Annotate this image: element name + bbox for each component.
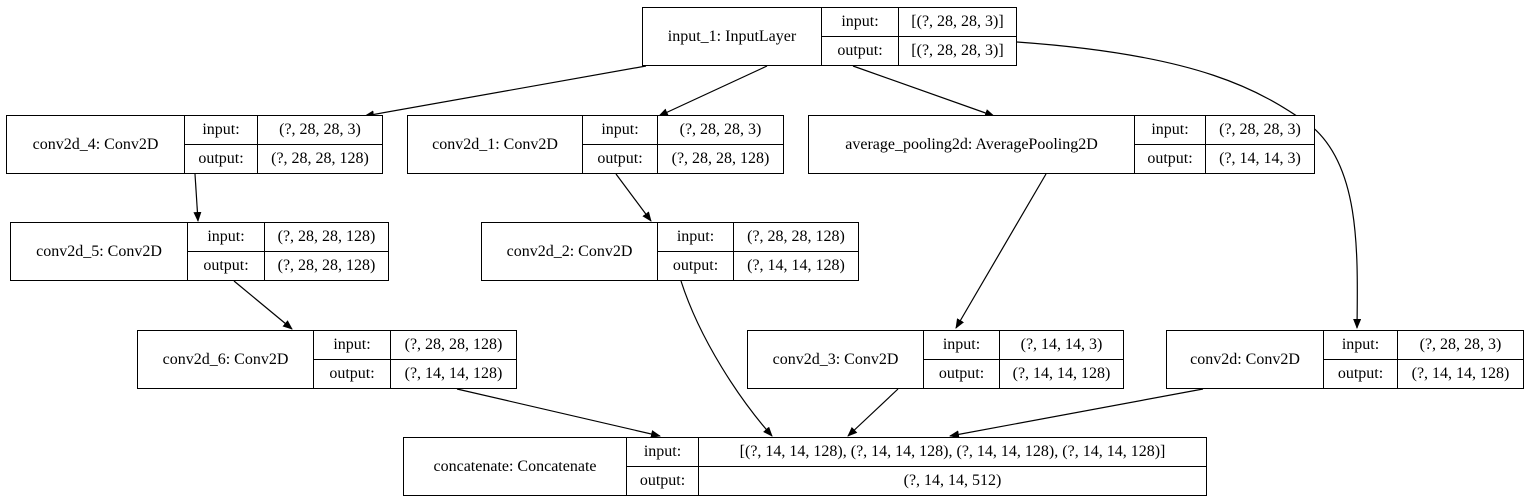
output-shape: (?, 14, 14, 128) [747,257,845,274]
node-conv2d-3: conv2d_3: Conv2D input: output: (?, 14, … [747,330,1124,389]
output-shape: (?, 28, 28, 128) [671,150,770,167]
node-concatenate: concatenate: Concatenate input: output: … [403,437,1207,496]
edge-conv2d-5-to-conv2d-6 [233,280,293,330]
node-label: conv2d_5: Conv2D [11,223,188,280]
input-key: input: [658,223,733,252]
output-key: output: [198,150,244,167]
edge-conv2d-6-to-concatenate [456,388,661,438]
output-key: output: [672,257,719,274]
input-key: input: [1135,116,1205,145]
input-shape: (?, 28, 28, 128) [265,223,388,252]
node-input-1: input_1: InputLayer input: output: [(?, … [642,7,1017,66]
input-key: input: [924,331,999,360]
output-shape: (?, 14, 14, 128) [1411,365,1510,382]
node-label: conv2d_2: Conv2D [482,223,658,280]
node-conv2d-5: conv2d_5: Conv2D input: output: (?, 28, … [10,222,389,281]
output-shape: (?, 14, 14, 512) [903,472,1002,489]
edge-input-1-to-average-pooling2d [852,65,995,117]
input-shape: (?, 28, 28, 128) [734,223,858,252]
node-label: conv2d_4: Conv2D [7,116,185,173]
output-shape: (?, 14, 14, 3) [1219,150,1301,167]
output-key: output: [1147,150,1193,167]
node-conv2d-1: conv2d_1: Conv2D input: output: (?, 28, … [407,115,784,174]
input-key: input: [314,331,390,360]
input-key: input: [1324,331,1397,360]
input-shape: (?, 28, 28, 3) [1398,331,1523,360]
input-key: input: [185,116,257,145]
edge-input-1-to-conv2d-4 [364,65,647,119]
edge-conv2d-4-to-conv2d-5 [193,173,202,222]
input-key: input: [822,8,898,37]
output-shape: [(?, 28, 28, 3)] [911,42,1004,59]
edge-conv2d-3-to-concatenate [847,388,899,437]
edge-conv2d-1-to-conv2d-2 [615,173,652,222]
input-key: input: [188,223,264,252]
output-key: output: [203,257,249,274]
output-shape: (?, 28, 28, 128) [271,150,369,167]
output-shape: (?, 14, 14, 128) [404,365,503,382]
node-conv2d: conv2d: Conv2D input: output: (?, 28, 28… [1166,330,1524,389]
node-conv2d-6: conv2d_6: Conv2D input: output: (?, 28, … [137,330,517,389]
edge-conv2d-to-concatenate [949,388,1204,439]
node-conv2d-4: conv2d_4: Conv2D input: output: (?, 28, … [6,115,383,174]
edge-input-1-to-conv2d [1016,41,1362,329]
input-shape: [(?, 14, 14, 128), (?, 14, 14, 128), (?,… [699,438,1206,467]
input-shape: (?, 28, 28, 3) [1206,116,1314,145]
input-shape: (?, 28, 28, 128) [391,331,516,360]
output-key: output: [329,365,375,382]
node-label: concatenate: Concatenate [404,438,627,495]
edge-average-pooling2d-to-conv2d-3 [955,173,1047,329]
input-shape: (?, 14, 14, 3) [1000,331,1123,360]
edge-conv2d-2-to-concatenate [680,280,773,437]
node-label: conv2d: Conv2D [1167,331,1324,388]
output-key: output: [597,150,643,167]
input-key: input: [583,116,657,145]
input-key: input: [627,438,698,467]
output-shape: (?, 14, 14, 128) [1012,365,1111,382]
node-label: conv2d_6: Conv2D [138,331,314,388]
output-key: output: [639,472,686,489]
input-shape: (?, 28, 28, 3) [658,116,783,145]
node-label: conv2d_1: Conv2D [408,116,583,173]
input-shape: [(?, 28, 28, 3)] [899,8,1016,37]
output-key: output: [1337,365,1384,382]
node-average-pooling2d: average_pooling2d: AveragePooling2D inpu… [808,115,1315,174]
output-shape: (?, 28, 28, 128) [277,257,376,274]
node-label: input_1: InputLayer [643,8,822,65]
node-conv2d-2: conv2d_2: Conv2D input: output: (?, 28, … [481,222,859,281]
output-key: output: [938,365,985,382]
edge-input-1-to-conv2d-1 [658,65,768,117]
input-shape: (?, 28, 28, 3) [258,116,382,145]
output-key: output: [837,42,883,59]
node-label: conv2d_3: Conv2D [748,331,924,388]
node-label: average_pooling2d: AveragePooling2D [809,116,1135,173]
